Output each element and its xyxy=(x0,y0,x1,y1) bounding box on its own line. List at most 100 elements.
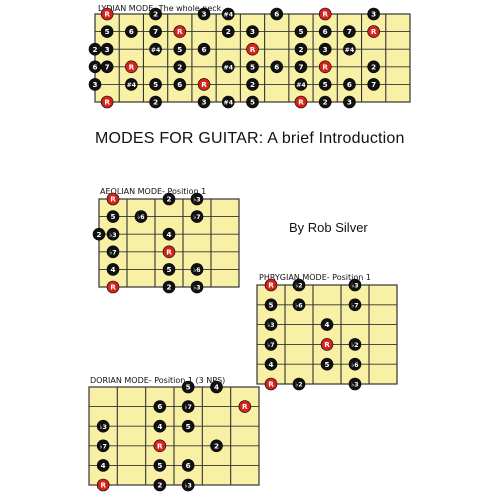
scale-note-dot: ♭7 xyxy=(190,210,204,223)
note-label: 2 xyxy=(166,195,171,204)
note-circle xyxy=(153,478,167,492)
note-circle xyxy=(88,78,102,91)
note-label: 5 xyxy=(166,265,171,274)
scale-note-dot: ♭3 xyxy=(348,278,362,292)
note-label: ♭3 xyxy=(193,197,200,204)
scale-note-dot: #4 xyxy=(221,7,235,21)
note-label: 6 xyxy=(177,80,182,89)
scale-note-dot: 5 xyxy=(173,42,187,56)
note-circle xyxy=(190,192,204,206)
scale-note-dot: ♭2 xyxy=(292,377,306,391)
scale-note-dot: 2 xyxy=(92,227,106,241)
scale-note-dot: ♭6 xyxy=(348,357,362,371)
scale-note-dot: 5 xyxy=(153,459,167,472)
note-label: 5 xyxy=(186,422,191,431)
note-label: #4 xyxy=(127,82,137,89)
scale-note-dot: 2 xyxy=(210,439,223,453)
note-circle xyxy=(348,357,362,371)
note-circle xyxy=(162,227,176,241)
scale-note-dot: ♭7 xyxy=(348,298,362,312)
scale-note-dot: 2 xyxy=(367,60,380,74)
note-circle xyxy=(221,95,235,109)
note-label: 2 xyxy=(92,45,97,54)
note-label: 5 xyxy=(268,300,273,309)
phrygian-heading: PHRYGIAN MODE- Position 1 xyxy=(259,273,371,282)
note-circle xyxy=(197,95,211,109)
note-label: 2 xyxy=(298,45,303,54)
scale-note-dot: 7 xyxy=(367,78,380,91)
note-label: 7 xyxy=(347,27,352,36)
note-label: 3 xyxy=(105,45,110,54)
note-label: R xyxy=(268,380,274,389)
note-circle xyxy=(106,210,120,223)
scale-note-dot: #4 xyxy=(149,42,162,56)
scale-note-dot: 6 xyxy=(197,42,211,56)
note-circle xyxy=(318,7,332,21)
note-label: R xyxy=(100,481,106,490)
scale-note-dot: ♭2 xyxy=(348,338,362,351)
note-circle xyxy=(343,95,356,109)
note-label: 7 xyxy=(105,62,110,71)
note-circle xyxy=(246,95,259,109)
note-circle xyxy=(210,380,223,394)
note-circle xyxy=(348,338,362,351)
root-note-dot: R xyxy=(264,377,278,391)
scale-note-dot: 6 xyxy=(181,459,195,472)
note-label: R xyxy=(324,340,330,349)
root-note-dot: R xyxy=(106,192,120,206)
note-label: R xyxy=(268,281,274,290)
root-note-dot: R xyxy=(318,60,332,74)
note-circle xyxy=(100,7,114,21)
note-label: 4 xyxy=(101,461,106,470)
note-label: ♭6 xyxy=(137,214,144,221)
note-circle xyxy=(343,42,356,56)
scale-note-dot: 5 xyxy=(318,78,332,91)
scale-note-dot: 4 xyxy=(106,263,120,276)
root-note-dot: R xyxy=(197,78,211,91)
scale-note-dot: 4 xyxy=(96,459,110,472)
scale-note-dot: ♭7 xyxy=(264,338,278,351)
note-circle xyxy=(181,478,195,492)
note-circle xyxy=(153,439,167,453)
scale-note-dot: #4 xyxy=(221,60,235,74)
root-note-dot: R xyxy=(264,278,278,292)
note-circle xyxy=(181,459,195,472)
scale-note-dot: 5 xyxy=(100,25,114,38)
note-label: 6 xyxy=(323,27,328,36)
scale-note-dot: ♭7 xyxy=(181,400,195,413)
note-circle xyxy=(318,78,332,91)
note-circle xyxy=(246,60,259,74)
root-note-dot: R xyxy=(96,478,110,492)
note-label: R xyxy=(242,402,248,411)
scale-note-dot: 2 xyxy=(318,95,332,109)
note-circle xyxy=(238,400,252,413)
scale-note-dot: 3 xyxy=(197,95,211,109)
note-label: #4 xyxy=(224,100,234,107)
scale-note-dot: #4 xyxy=(294,78,308,91)
root-note-dot: R xyxy=(125,60,138,74)
scale-note-dot: 5 xyxy=(294,25,308,38)
note-circle xyxy=(348,298,362,312)
scale-note-dot: 2 xyxy=(153,478,167,492)
scale-note-dot: 3 xyxy=(246,25,259,38)
note-circle xyxy=(264,318,278,331)
scale-note-dot: 4 xyxy=(320,318,334,331)
note-label: ♭3 xyxy=(351,283,358,290)
note-label: 2 xyxy=(250,80,255,89)
note-circle xyxy=(173,42,187,56)
note-label: ♭7 xyxy=(267,342,274,349)
scale-note-dot: ♭3 xyxy=(348,377,362,391)
scale-note-dot: 6 xyxy=(173,78,187,91)
note-circle xyxy=(162,192,176,206)
note-circle xyxy=(96,419,110,433)
scale-note-dot: 4 xyxy=(264,357,278,371)
note-label: 3 xyxy=(202,10,207,19)
scale-note-dot: ♭6 xyxy=(190,263,204,276)
note-label: 2 xyxy=(371,62,376,71)
scale-note-dot: ♭3 xyxy=(190,192,204,206)
scale-note-dot: 3 xyxy=(100,42,114,56)
note-label: ♭3 xyxy=(185,483,192,490)
note-label: 6 xyxy=(347,80,352,89)
note-label: 5 xyxy=(298,27,303,36)
root-note-dot: R xyxy=(238,400,252,413)
